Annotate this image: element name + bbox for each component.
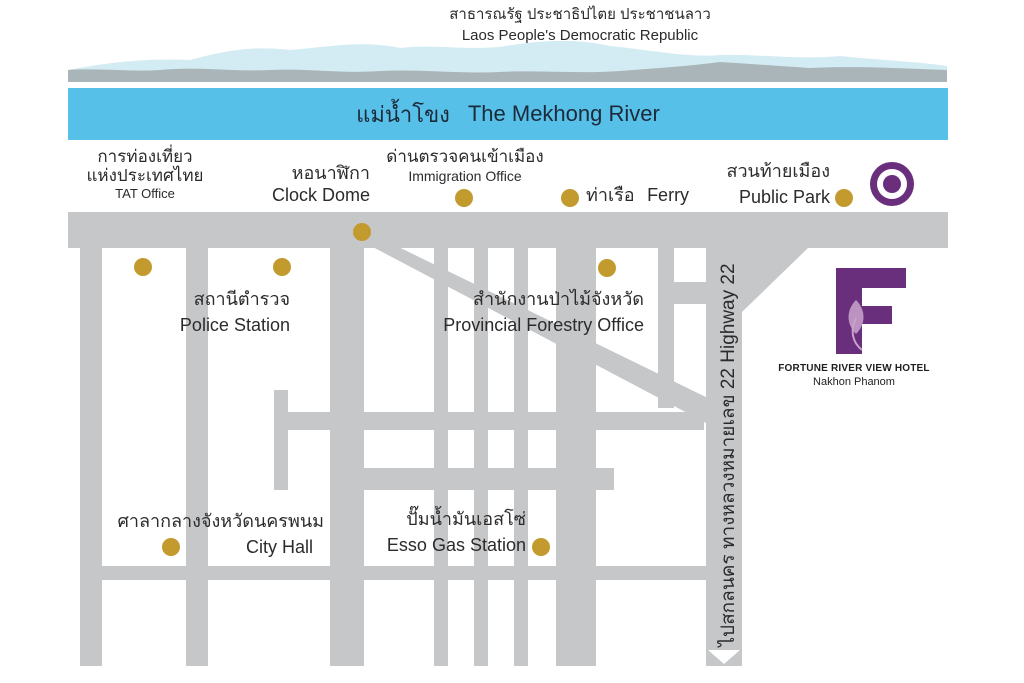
river-label: แม่น้ำโขง The Mekhong River [68,88,948,140]
poi-dot-icon-forestry [598,259,616,277]
road-diagonal-east [740,248,808,312]
river-name-thai: แม่น้ำโขง [356,101,450,127]
poi-dot-icon-police [273,258,291,276]
clock-dome-label: หอนาฬิกา Clock Dome [220,163,370,206]
river-name-english: The Mekhong River [467,101,660,126]
police-station-english: Police Station [179,314,290,335]
poi-dot-icon-immigration [455,189,473,207]
poi-dot-icon-clock [353,223,371,241]
road-v1 [80,248,102,666]
ferry-label: ท่าเรือ Ferry [586,185,690,206]
road-v4 [434,248,448,666]
immigration-thai: ด่านตรวจคนเข้าเมือง [386,147,544,166]
esso-thai: ปั๊มน้ำมันเอสโซ่ [406,509,526,529]
city-hall-label: ศาลากลางจังหวัดนครพนม [96,511,324,532]
highway-22-text: ไปสกลนคร ทางหลวงหมายเลข 22 Highway 22 [718,262,739,647]
city-blocks [102,248,706,566]
hotel-city: Nakhon Phanom [813,376,895,388]
public-park-label: สวนท้ายเมือง Public Park [700,161,830,208]
public-park-english: Public Park [738,186,830,207]
clock-dome-thai: หอนาฬิกา [291,163,370,183]
poi-dot-icon-cityhall [162,538,180,556]
mekhong-river [68,88,948,140]
forestry-office-thai: สำนักงานป่าไม้จังหวัด [473,289,644,309]
country-name-thai: สาธารณรัฐ ประชาธิปไตย ประชาชนลาว [449,6,711,23]
hotel-location-icon [870,162,914,206]
esso-label: ปั๊มน้ำมันเอสโซ่ Esso Gas Station [360,509,526,556]
country-name-english: Laos People's Democratic Republic [461,27,699,44]
mountain-range [68,40,947,82]
poi-dot-icon-ferry [561,189,579,207]
immigration-english: Immigration Office [408,167,522,184]
road-v5 [474,248,488,666]
hotel-name: FORTUNE RIVER VIEW HOTEL [778,363,930,374]
police-station-thai: สถานีตำรวจ [193,289,290,309]
immigration-label: ด่านตรวจคนเข้าเมือง Immigration Office [380,147,550,184]
down-arrow-icon [708,650,740,664]
tat-name-thai-2: แห่งประเทศไทย [86,165,204,185]
public-park-thai: สวนท้ายเมือง [726,161,830,181]
ferry-thai: ท่าเรือ [586,185,635,205]
esso-english: Esso Gas Station [386,534,526,555]
clock-dome-english: Clock Dome [271,184,370,205]
tat-name-english: TAT Office [115,186,175,202]
poi-markers [134,189,853,556]
mountain-near [68,62,947,82]
road-v6 [514,248,528,666]
highway-22 [706,248,742,666]
police-station-label: สถานีตำรวจ Police Station [140,289,290,336]
hotel-logo [836,268,906,354]
forestry-office-label: สำนักงานป่าไม้จังหวัด Provincial Forestr… [400,289,644,336]
poi-dot-icon-park [835,189,853,207]
highway-22-label: ไปสกลนคร ทางหลวงหมายเลข 22 Highway 22 [717,252,739,657]
city-hall-thai: ศาลากลางจังหวัดนครพนม [117,511,324,531]
ferry-english: Ferry [647,185,690,205]
road-riverside [68,212,948,248]
tat-label: การท่องเที่ยว แห่งประเทศไทย TAT Office [70,147,220,202]
city-hall-english: City Hall [246,537,314,557]
poi-dot-icon-tat [134,258,152,276]
forestry-office-english: Provincial Forestry Office [443,314,644,335]
poi-dot-icon-esso [532,538,550,556]
tat-name-thai-1: การท่องเที่ยว [97,147,193,166]
road-v2 [186,248,208,666]
